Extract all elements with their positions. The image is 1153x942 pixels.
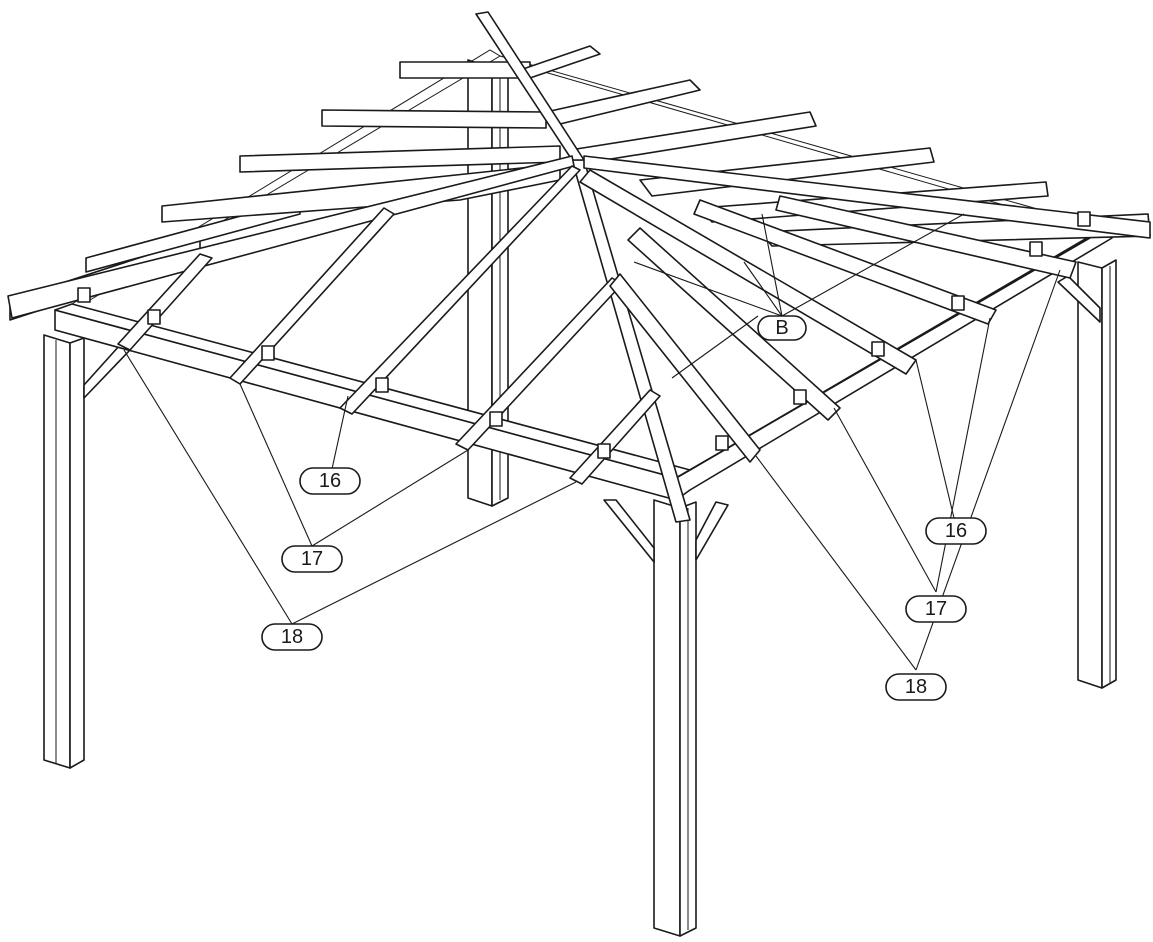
callout-16-right: 16 xyxy=(925,517,987,545)
blocks xyxy=(77,211,1091,459)
jack-rafters-right xyxy=(579,169,1077,463)
callout-17-right-label: 17 xyxy=(925,598,947,620)
callout-16-left: 16 xyxy=(299,467,361,495)
callout-18-right-label: 18 xyxy=(905,676,927,698)
callout-18-left-label: 18 xyxy=(281,626,303,648)
callout-18-right: 18 xyxy=(885,673,947,701)
callout-16-left-label: 16 xyxy=(319,470,341,492)
callout-17-left-label: 17 xyxy=(301,548,323,570)
post-front-left xyxy=(43,334,71,769)
callout-16-right-label: 16 xyxy=(945,520,967,542)
post-right xyxy=(1077,261,1103,689)
callout-b-label: B xyxy=(775,317,788,339)
jack-rafters-left xyxy=(117,165,661,485)
callout-17-left: 17 xyxy=(281,545,343,573)
callout-b: B xyxy=(757,315,807,341)
callout-18-left: 18 xyxy=(261,623,323,651)
post-front xyxy=(653,499,681,937)
callout-17-right: 17 xyxy=(905,595,967,623)
hip-rafters xyxy=(7,11,1151,523)
